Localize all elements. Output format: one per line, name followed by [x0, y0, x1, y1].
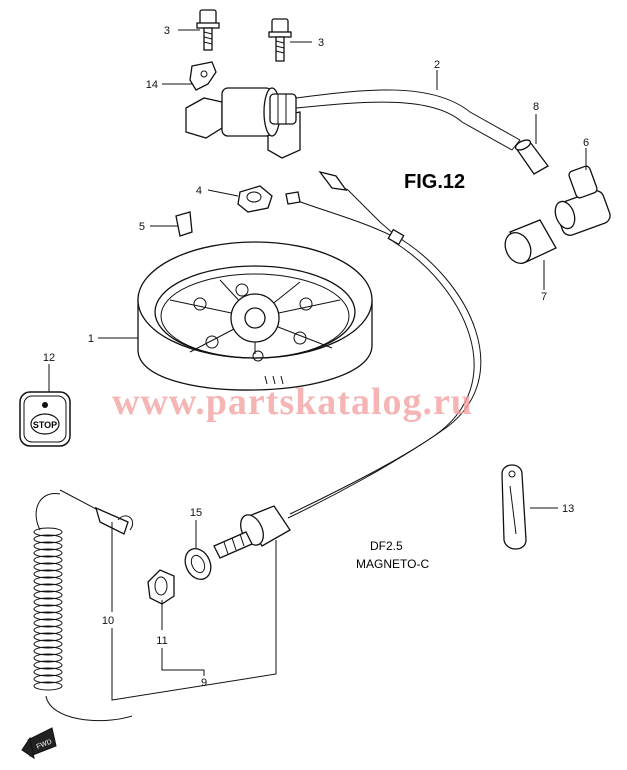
- stop-label: STOP: [19, 391, 71, 447]
- callout-12: 12: [43, 352, 55, 364]
- stop-switch-wiring: [285, 170, 482, 519]
- coil-loop: [33, 653, 63, 663]
- watermark: www.partskatalog.ru: [112, 381, 473, 423]
- coil-loop: [33, 597, 63, 607]
- flywheel-rotor: [137, 241, 373, 391]
- callout-numbers: 3 3 14 2 8 6 4 5 1 7 12 15 13 10 11 9: [43, 25, 589, 689]
- clamp: [501, 464, 527, 550]
- coil-loop: [33, 646, 63, 656]
- coil-loop: [33, 534, 63, 544]
- figure-title: FIG.12: [404, 171, 465, 193]
- plug-cap: [554, 165, 611, 236]
- coil-loop: [33, 583, 63, 593]
- callout-10: 10: [102, 615, 114, 627]
- coil-loop: [33, 527, 63, 537]
- lanyard-cord: [33, 489, 134, 722]
- coil-loop: [33, 660, 63, 670]
- callout-2: 2: [434, 59, 440, 71]
- stop-text: STOP: [33, 420, 57, 430]
- coil-loop: [33, 569, 63, 579]
- fwd-arrow: FWD: [21, 727, 57, 760]
- callout-6: 6: [583, 137, 589, 149]
- callout-8: 8: [533, 101, 539, 113]
- coil-loop: [33, 555, 63, 565]
- washer: [184, 547, 212, 581]
- callout-7: 7: [541, 291, 547, 303]
- ignition-coil: [185, 9, 521, 159]
- coil-loop: [33, 548, 63, 558]
- callout-11: 11: [156, 635, 167, 647]
- cord-sleeve: [514, 139, 549, 175]
- caption-name: MAGNETO-C: [356, 557, 429, 571]
- nut: [237, 185, 273, 213]
- leader-lines: [48, 29, 587, 701]
- switch-nut: [147, 569, 175, 605]
- bolt-left: [196, 9, 220, 51]
- coil-loop: [33, 562, 63, 572]
- callout-15: 15: [190, 507, 202, 519]
- coil-loop: [33, 625, 63, 635]
- key: [175, 211, 193, 237]
- callout-3-right: 3: [318, 37, 324, 49]
- coil-loop: [33, 667, 63, 677]
- coil-loop: [33, 541, 63, 551]
- ground-plate: [189, 61, 217, 91]
- coil-loop: [33, 632, 63, 642]
- coil-loop: [33, 590, 63, 600]
- coil-loop: [33, 618, 63, 628]
- coil-loop: [33, 681, 63, 691]
- callout-9: 9: [201, 677, 207, 689]
- callout-13: 13: [562, 503, 574, 515]
- coil-loop: [33, 576, 63, 586]
- coil-loop: [33, 639, 63, 649]
- coil-loop: [33, 611, 63, 621]
- caption-model: DF2.5: [370, 539, 403, 553]
- callout-14: 14: [146, 79, 158, 91]
- callout-4: 4: [196, 185, 202, 197]
- bolt-right: [268, 18, 292, 62]
- plug-cap-cover: [504, 219, 557, 265]
- callout-1: 1: [88, 333, 94, 345]
- stop-switch: [213, 505, 291, 559]
- coil-loop: [33, 674, 63, 684]
- callout-3-left: 3: [164, 25, 170, 37]
- coil-loop: [33, 604, 63, 614]
- callout-5: 5: [139, 221, 145, 233]
